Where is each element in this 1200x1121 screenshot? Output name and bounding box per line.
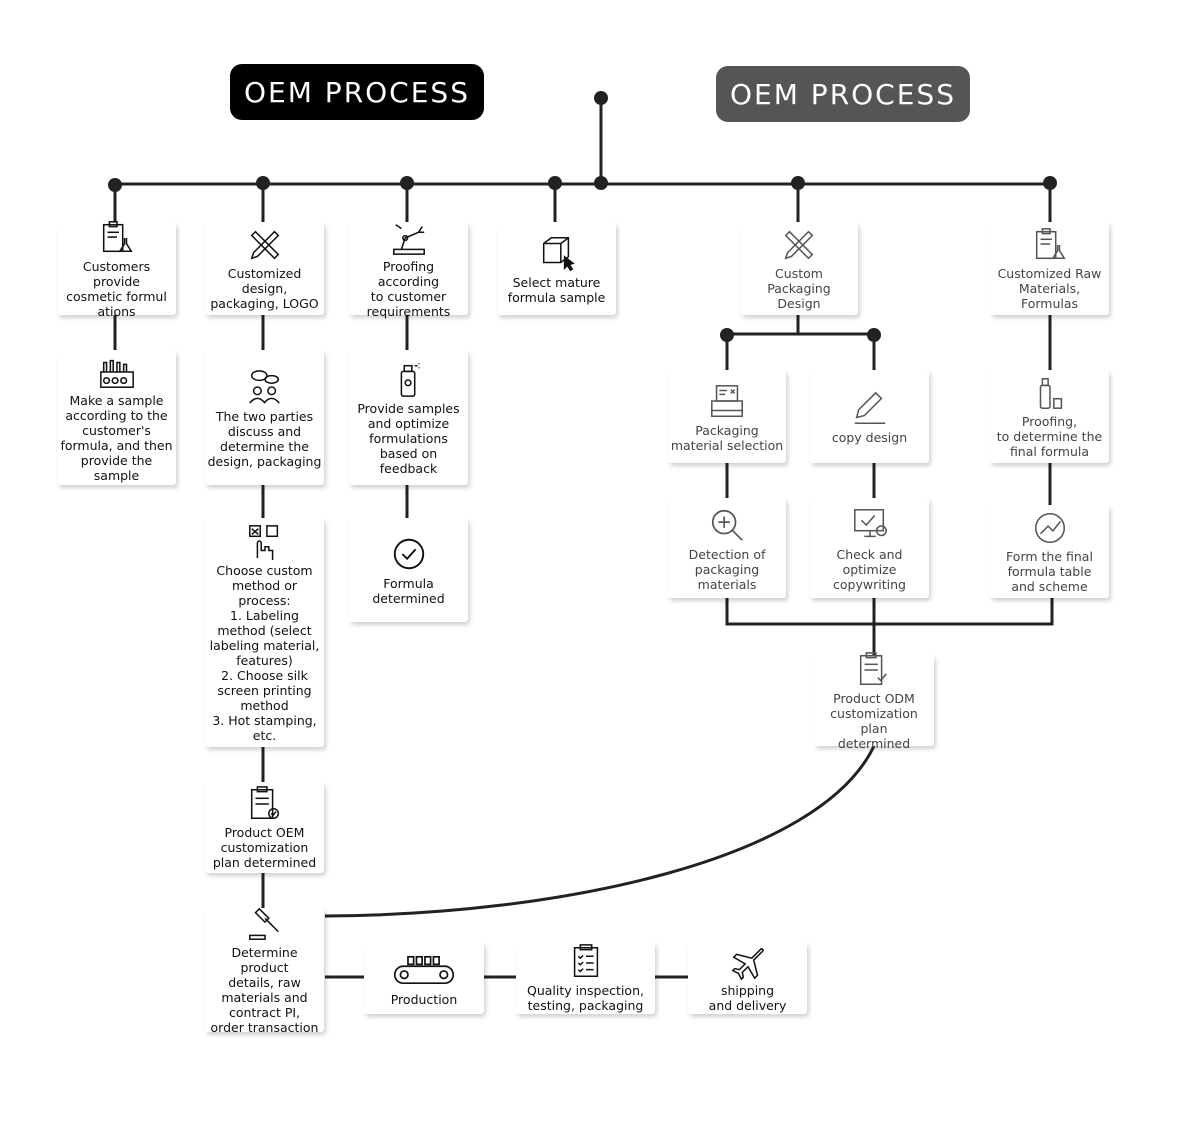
customized-design-node: Customized design, packaging, LOGO [205, 222, 324, 315]
printer-icon [706, 381, 748, 421]
custom-packaging-label: Custom Packaging Design [767, 266, 831, 311]
robot-arm-icon [388, 219, 430, 257]
monitor-check-icon [849, 505, 891, 545]
production-label: Production [390, 991, 458, 1007]
factory-icon [96, 353, 138, 391]
provide-samples-label: Provide samples and optimize formulation… [357, 401, 460, 476]
pen-icon [849, 388, 891, 428]
custom-packaging-node: Custom Packaging Design [740, 222, 858, 315]
ruler-pencil-icon [244, 226, 286, 264]
shipping-label: shipping and delivery [708, 983, 787, 1013]
two-parties-node: The two parties discuss and determine th… [205, 350, 324, 485]
production-node: Production [364, 942, 484, 1014]
choose-custom-node: Choose custom method or process: 1. Labe… [205, 518, 324, 747]
quality-node: Quality inspection, testing, packaging [516, 942, 655, 1014]
clipboard-flask-icon [1029, 226, 1071, 264]
box-cursor-icon [536, 233, 578, 273]
choose-custom-label: Choose custom method or process: 1. Labe… [209, 563, 320, 743]
quality-label: Quality inspection, testing, packaging [527, 983, 644, 1013]
discussion-people-icon [244, 367, 286, 407]
proofing-customer-label: Proofing according to customer requireme… [366, 258, 451, 319]
form-final-label: Form the final formula table and scheme [1006, 549, 1093, 594]
proofing-final-label: Proofing, to determine the final formula [996, 414, 1103, 459]
spray-bottle-icon [388, 359, 430, 399]
checkbox-hand-icon [244, 522, 286, 561]
customized-raw-label: Customized Raw Materials, Formulas [997, 266, 1102, 311]
detection-node: Detection of packaging materials [668, 498, 786, 598]
make-sample-node: Make a sample according to the customer'… [57, 350, 176, 485]
determine-details-label: Determine product details, raw materials… [210, 945, 319, 1035]
select-mature-label: Select mature formula sample [507, 274, 606, 305]
zoom-plus-icon [706, 505, 748, 545]
packaging-selection-node: Packaging material selection [668, 370, 786, 463]
customers-provide-node: Customers provide cosmetic formul ations [57, 219, 176, 319]
customized-raw-node: Customized Raw Materials, Formulas [990, 222, 1109, 315]
detection-label: Detection of packaging materials [688, 546, 766, 592]
oem-plan-node: Product OEM customization plan determine… [205, 782, 324, 873]
gavel-icon [244, 905, 286, 943]
packaging-selection-label: Packaging material selection [670, 422, 784, 453]
determine-details-node: Determine product details, raw materials… [205, 905, 324, 1035]
oem-process-title-right: OEM PROCESS [716, 66, 970, 122]
two-parties-label: The two parties discuss and determine th… [207, 408, 322, 469]
proofing-final-node: Proofing, to determine the final formula [990, 370, 1109, 463]
ruler-pencil-icon [778, 226, 820, 264]
airplane-icon [727, 943, 769, 981]
odm-plan-node: Product ODM customization plan determine… [814, 651, 934, 751]
proofing-customer-node: Proofing according to customer requireme… [349, 219, 468, 319]
select-mature-node: Select mature formula sample [497, 222, 616, 315]
oem-process-title-left: OEM PROCESS [230, 64, 484, 120]
check-circle-icon [388, 534, 430, 574]
check-optimize-label: Check and optimize copywriting [833, 546, 906, 592]
oem-plan-label: Product OEM customization plan determine… [212, 825, 317, 870]
form-final-node: Form the final formula table and scheme [990, 505, 1109, 598]
clipboard-flask-icon [96, 219, 138, 257]
make-sample-label: Make a sample according to the customer'… [60, 392, 173, 483]
copy-design-node: copy design [810, 370, 929, 463]
checklist-icon [565, 943, 607, 981]
customers-provide-label: Customers provide cosmetic formul ations [66, 258, 167, 319]
clipboard-check-icon [244, 785, 286, 823]
clipboard-check-icon [853, 651, 895, 689]
formula-determined-node: Formula determined [349, 518, 468, 622]
formula-determined-label: Formula determined [372, 576, 445, 606]
trend-circle-icon [1029, 509, 1071, 547]
check-optimize-node: Check and optimize copywriting [810, 498, 929, 598]
customized-design-label: Customized design, packaging, LOGO [210, 266, 319, 311]
copy-design-label: copy design [831, 430, 908, 445]
provide-samples-node: Provide samples and optimize formulation… [349, 350, 468, 485]
odm-plan-label: Product ODM customization plan determine… [830, 690, 918, 751]
shipping-node: shipping and delivery [688, 942, 807, 1014]
bottles-icon [1029, 374, 1071, 412]
conveyor-icon [389, 950, 459, 990]
